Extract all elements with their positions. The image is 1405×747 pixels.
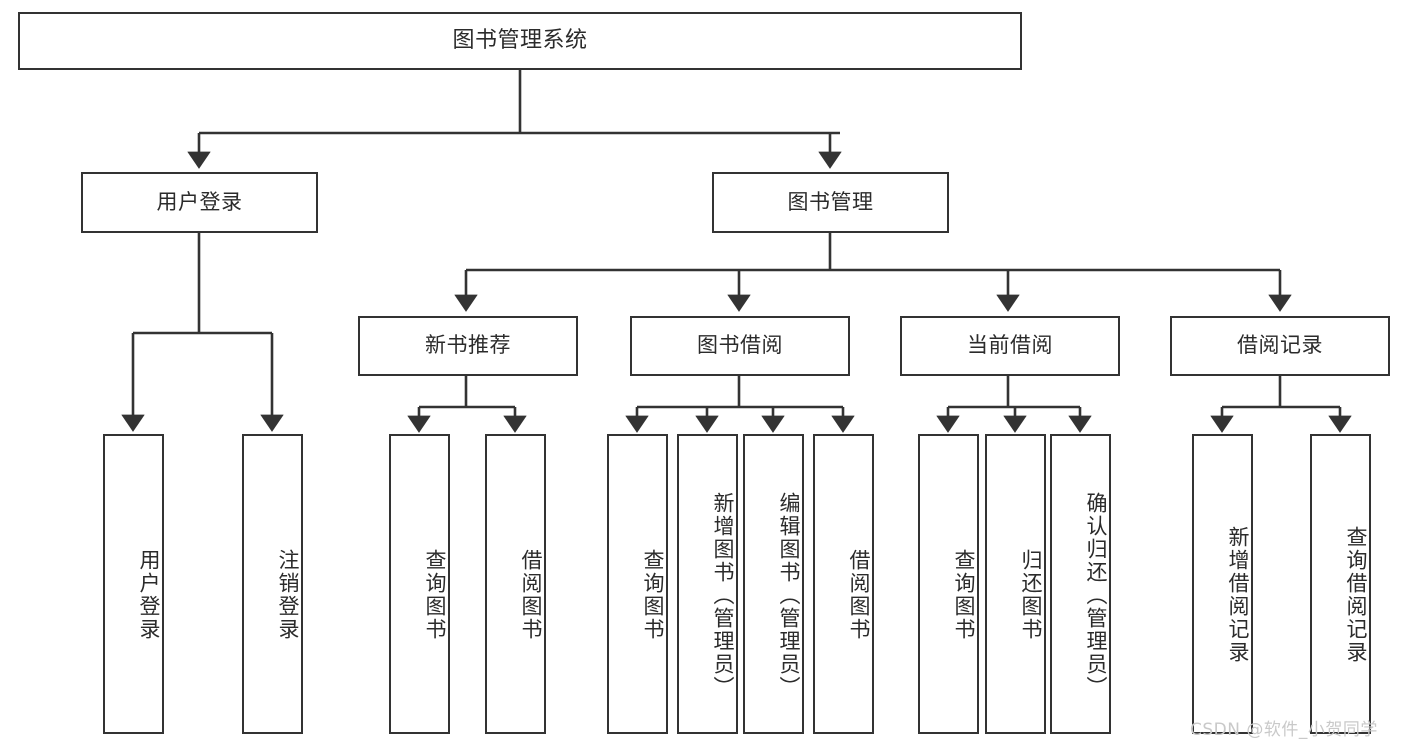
node-book-borrow[interactable]: 图书借阅 bbox=[630, 316, 850, 376]
leaf-borrow-book-recommend[interactable]: 借阅图书 bbox=[485, 434, 546, 734]
node-book-management[interactable]: 图书管理 bbox=[712, 172, 949, 233]
leaf-user-logout[interactable]: 注销登录 bbox=[242, 434, 303, 734]
node-root-system[interactable]: 图书管理系统 bbox=[18, 12, 1022, 70]
leaf-query-book-recommend[interactable]: 查询图书 bbox=[389, 434, 450, 734]
leaf-query-borrow-record[interactable]: 查询借阅记录 bbox=[1310, 434, 1371, 734]
csdn-watermark: CSDN @软件_小贺同学 bbox=[1190, 720, 1378, 740]
leaf-borrow-book[interactable]: 借阅图书 bbox=[813, 434, 874, 734]
node-borrow-record[interactable]: 借阅记录 bbox=[1170, 316, 1390, 376]
node-user-login[interactable]: 用户登录 bbox=[81, 172, 318, 233]
leaf-confirm-return-admin[interactable]: 确认归还（管理员） bbox=[1050, 434, 1111, 734]
node-new-book-recommend[interactable]: 新书推荐 bbox=[358, 316, 578, 376]
node-current-borrow[interactable]: 当前借阅 bbox=[900, 316, 1120, 376]
leaf-add-borrow-record[interactable]: 新增借阅记录 bbox=[1192, 434, 1253, 734]
leaf-return-book[interactable]: 归还图书 bbox=[985, 434, 1046, 734]
leaf-query-book-borrow[interactable]: 查询图书 bbox=[607, 434, 668, 734]
leaf-add-book-admin[interactable]: 新增图书（管理员） bbox=[677, 434, 738, 734]
leaf-user-login[interactable]: 用户登录 bbox=[103, 434, 164, 734]
leaf-edit-book-admin[interactable]: 编辑图书（管理员） bbox=[743, 434, 804, 734]
leaf-query-book-current[interactable]: 查询图书 bbox=[918, 434, 979, 734]
